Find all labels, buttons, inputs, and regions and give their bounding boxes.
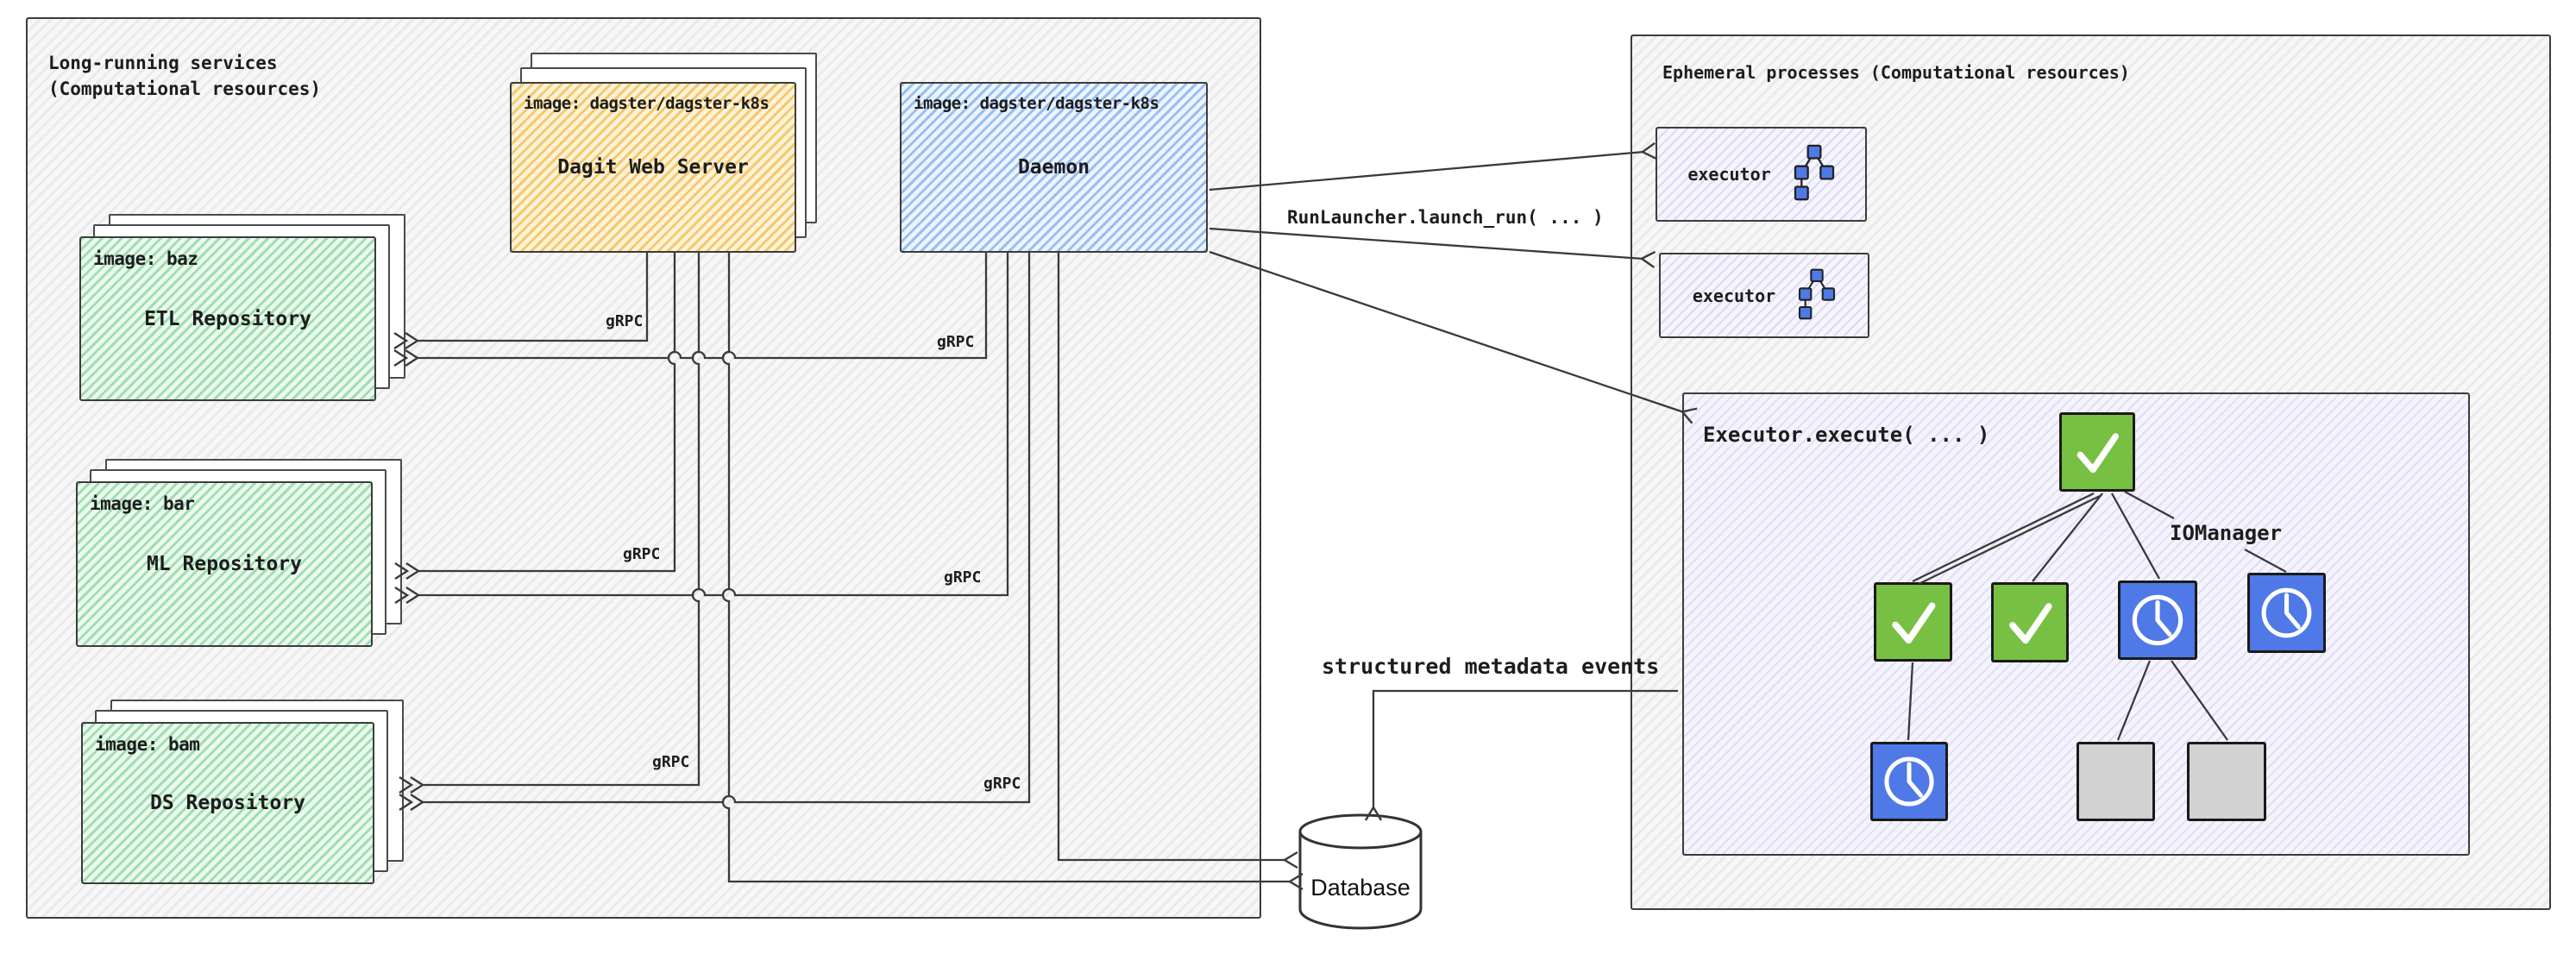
- step-node-empty: [2187, 742, 2266, 821]
- executor-dag-icon: [1798, 268, 1836, 323]
- etl-repository-box: image: baz ETL Repository: [79, 236, 376, 401]
- ml-image-label: image: bar: [90, 493, 195, 514]
- step-node-empty: [2077, 742, 2155, 821]
- run-launcher-label: RunLauncher.launch_run( ... ): [1287, 207, 1604, 228]
- executor-box-2: executor: [1659, 253, 1869, 338]
- step-node-success: [2059, 412, 2135, 492]
- database-cylinder: Database: [1296, 813, 1425, 951]
- left-panel-title-line2: (Computational resources): [48, 78, 322, 99]
- daemon-image-label: image: dagster/dagster-k8s: [914, 94, 1159, 113]
- step-node-pending: [2247, 573, 2326, 653]
- step-node-success: [1991, 582, 2069, 662]
- grpc-label: gRPC: [606, 312, 644, 330]
- left-panel-title: Long-running services (Computational res…: [48, 50, 321, 102]
- executor-1-label: executor: [1687, 164, 1771, 185]
- ml-repository-box: image: bar ML Repository: [76, 481, 373, 647]
- left-panel-title-line1: Long-running services: [48, 53, 278, 73]
- executor-dag-icon: [1794, 144, 1835, 204]
- grpc-label: gRPC: [944, 568, 982, 587]
- iomanager-label: IOManager: [2170, 521, 2283, 545]
- grpc-label: gRPC: [623, 545, 661, 563]
- ds-name-label: DS Repository: [149, 792, 305, 814]
- wire-daemon-executor1: [1209, 141, 1657, 191]
- step-node-success: [1874, 582, 1952, 662]
- right-panel-title: Ephemeral processes (Computational resou…: [1662, 62, 2130, 83]
- dagit-image-label: image: dagster/dagster-k8s: [524, 94, 770, 113]
- grpc-label: gRPC: [983, 775, 1021, 793]
- database-icon: [1298, 813, 1423, 930]
- database-label: Database: [1310, 875, 1411, 901]
- executor-box-1: executor: [1656, 127, 1867, 222]
- daemon-name-label: Daemon: [1017, 156, 1090, 179]
- check-icon: [2009, 603, 2052, 644]
- clock-icon: [1884, 756, 1934, 807]
- etl-name-label: ETL Repository: [144, 307, 311, 330]
- ml-name-label: ML Repository: [146, 553, 302, 575]
- wire-daemon-executor2: [1209, 227, 1656, 268]
- step-node-pending: [2118, 581, 2197, 660]
- step-node-pending: [1870, 742, 1948, 821]
- check-icon: [2077, 433, 2120, 474]
- clock-icon: [2132, 594, 2183, 646]
- wire-daemon-executor-box: [1209, 250, 1698, 424]
- ds-repository-box: image: bam DS Repository: [81, 722, 374, 884]
- daemon-box: image: dagster/dagster-k8s Daemon: [900, 82, 1208, 253]
- ds-image-label: image: bam: [95, 734, 200, 755]
- clock-icon: [2261, 587, 2312, 638]
- executor-execute-label: Executor.execute( ... ): [1703, 423, 1990, 447]
- grpc-label: gRPC: [652, 753, 690, 771]
- dagit-name-label: Dagit Web Server: [557, 156, 749, 179]
- dagit-web-server-box: image: dagster/dagster-k8s Dagit Web Ser…: [510, 82, 796, 253]
- etl-image-label: image: baz: [93, 248, 198, 269]
- grpc-label: gRPC: [937, 333, 975, 351]
- executor-2-label: executor: [1692, 285, 1776, 306]
- metadata-events-label: structured metadata events: [1322, 654, 1660, 679]
- check-icon: [1892, 602, 1936, 644]
